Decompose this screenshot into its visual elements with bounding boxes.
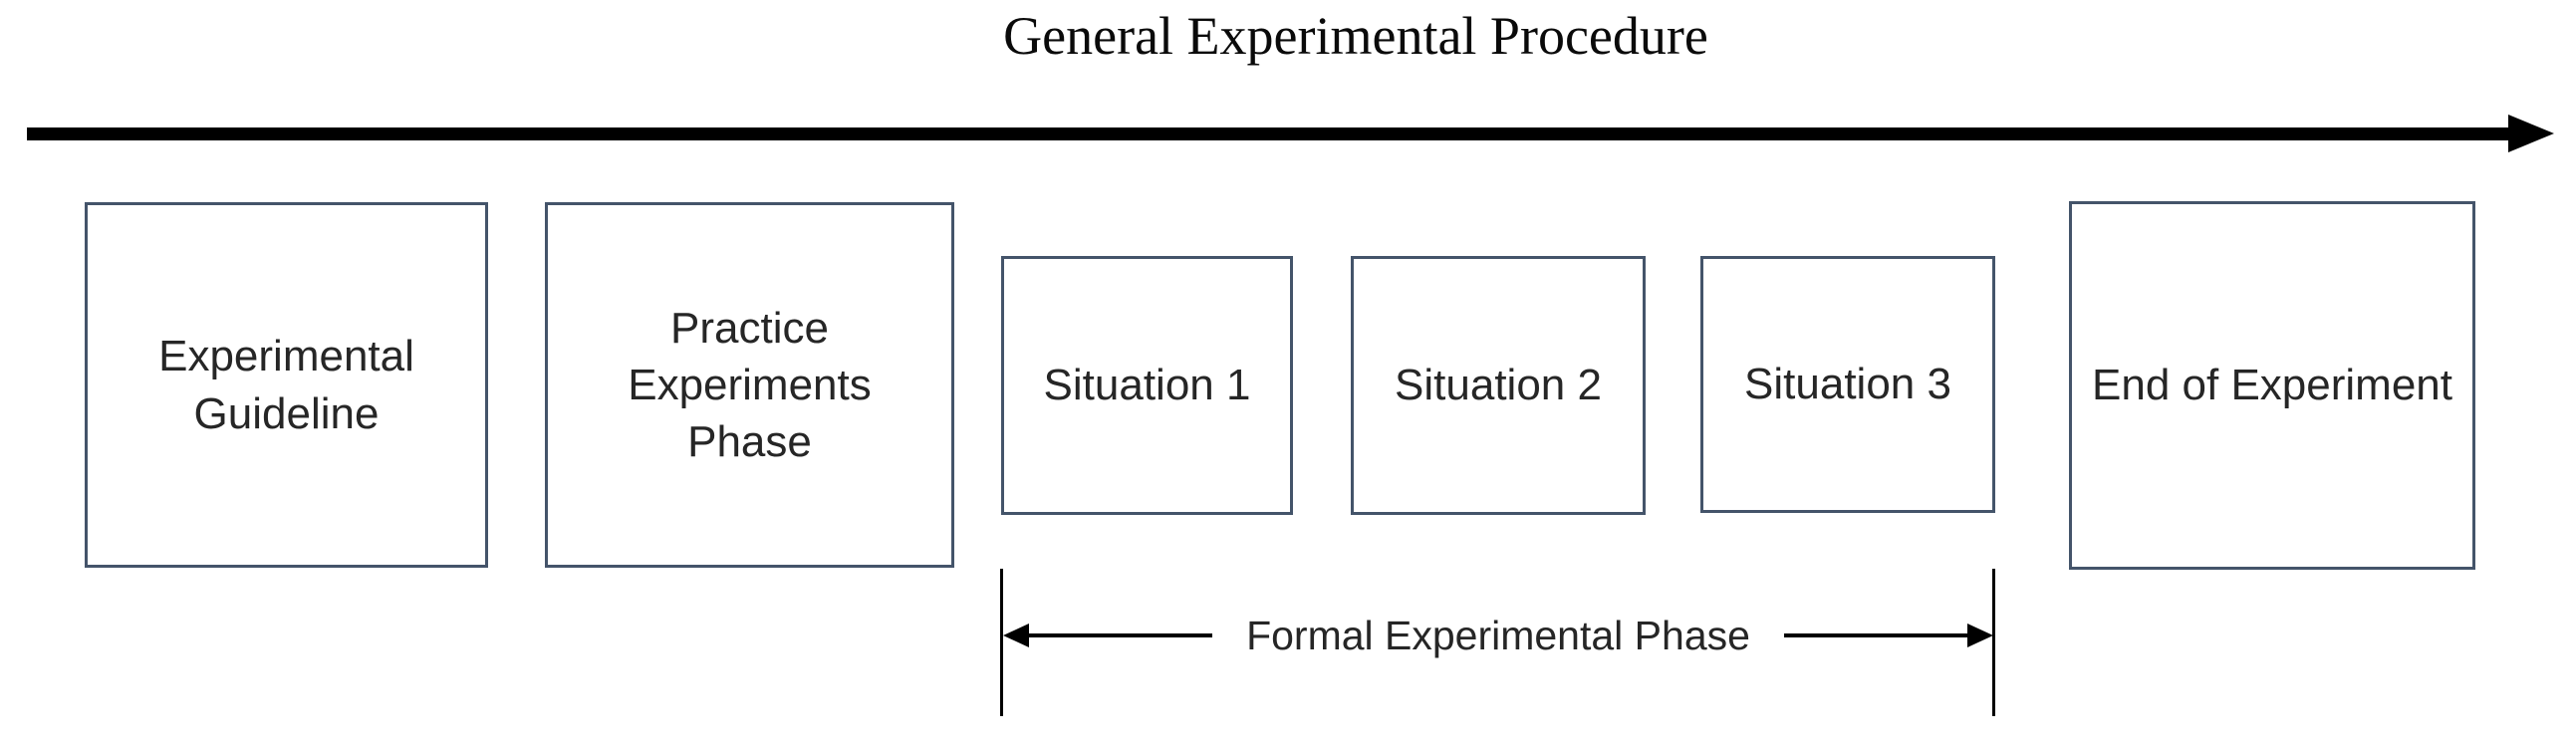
arrow-shaft-right [1783, 633, 1967, 637]
box-situation-1: Situation 1 [1001, 256, 1293, 515]
arrowhead-right-icon [1967, 624, 1993, 647]
box-label: Experimental Guideline [158, 332, 414, 438]
page-title: General Experimental Procedure [1003, 6, 1708, 66]
box-practice-experiments-phase: Practice Experiments Phase [545, 202, 954, 568]
arrow-shaft-left [1029, 633, 1213, 637]
phase-bracket-left-tick [1000, 569, 1003, 716]
box-label: Situation 3 [1744, 360, 1951, 409]
box-label: Situation 2 [1395, 361, 1602, 410]
box-experimental-guideline: Experimental Guideline [85, 202, 488, 568]
box-label: Situation 1 [1043, 361, 1251, 410]
arrowhead-left-icon [1003, 624, 1029, 647]
box-label: Practice Experiments Phase [628, 303, 872, 467]
formal-phase-label: Formal Experimental Phase [1246, 612, 1750, 658]
timeline-arrow-line [27, 127, 2512, 140]
phase-bracket-right-tick [1992, 569, 1995, 716]
box-end-of-experiment: End of Experiment [2069, 201, 2475, 570]
box-label: End of Experiment [2092, 361, 2452, 410]
formal-phase-span-arrow: Formal Experimental Phase [1003, 612, 1993, 659]
box-situation-3: Situation 3 [1700, 256, 1995, 513]
timeline-arrowhead-icon [2508, 115, 2554, 152]
box-situation-2: Situation 2 [1351, 256, 1646, 515]
